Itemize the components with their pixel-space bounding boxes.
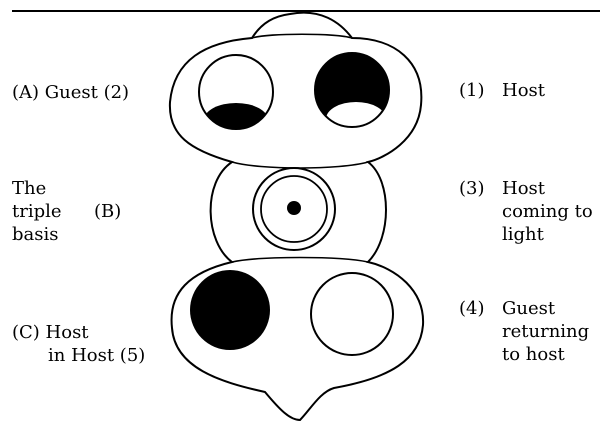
- label-b-triple: triple: [12, 201, 62, 222]
- guest-circle-a: [198, 54, 274, 130]
- label-4-line2: returning: [502, 321, 590, 342]
- vessel-outline: [168, 11, 425, 422]
- host-in-host-circle-c: [190, 270, 270, 350]
- upper-waist-line: [231, 161, 369, 169]
- label-1-marker: (1): [459, 80, 485, 101]
- label-c-line2: in Host (5): [48, 345, 146, 366]
- host-circle-1: [314, 52, 390, 128]
- label-b-the: The: [12, 178, 47, 199]
- label-1-host: Host: [502, 80, 546, 101]
- label-3-line3: light: [502, 224, 544, 245]
- label-a-guest: (A) Guest (2): [12, 82, 130, 103]
- top-rule: [12, 10, 600, 12]
- guest-returning-circle-4: [310, 272, 394, 356]
- label-3-line1: Host: [502, 178, 546, 199]
- label-4-line1: Guest: [502, 298, 556, 319]
- label-b-basis: basis: [12, 224, 59, 245]
- label-b-marker: (B): [94, 201, 122, 222]
- label-4-marker: (4): [459, 298, 485, 319]
- label-3-line2: coming to: [502, 201, 593, 222]
- label-c-line1: (C) Host: [12, 322, 89, 343]
- triple-basis-b: [252, 167, 336, 251]
- label-4-line3: to host: [502, 344, 565, 365]
- lower-waist-line: [231, 256, 369, 263]
- top-cap-line: [251, 33, 353, 39]
- label-3-marker: (3): [459, 178, 485, 199]
